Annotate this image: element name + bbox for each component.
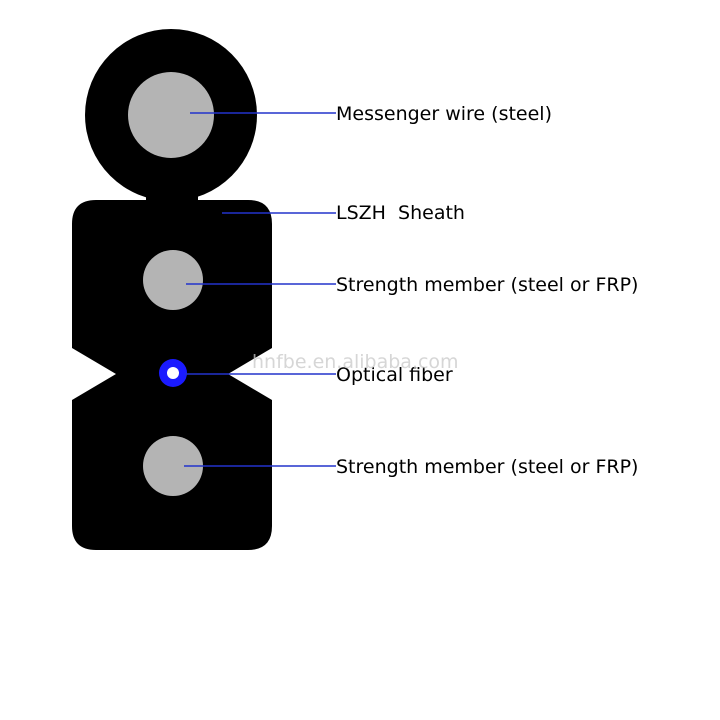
- strength-member-bottom: [143, 436, 203, 496]
- label-lszh-sheath: LSZH Sheath: [336, 202, 465, 224]
- label-strength-member-bottom: Strength member (steel or FRP): [336, 456, 638, 478]
- messenger-wire: [128, 72, 214, 158]
- label-strength-member-top: Strength member (steel or FRP): [336, 274, 638, 296]
- strength-member-top: [143, 250, 203, 310]
- label-optical-fiber: Optical fiber: [336, 364, 453, 386]
- watermark: hnfbe.en.alibaba.com: [252, 351, 459, 373]
- label-messenger-wire: Messenger wire (steel): [336, 103, 552, 125]
- optical-fiber-core: [167, 367, 179, 379]
